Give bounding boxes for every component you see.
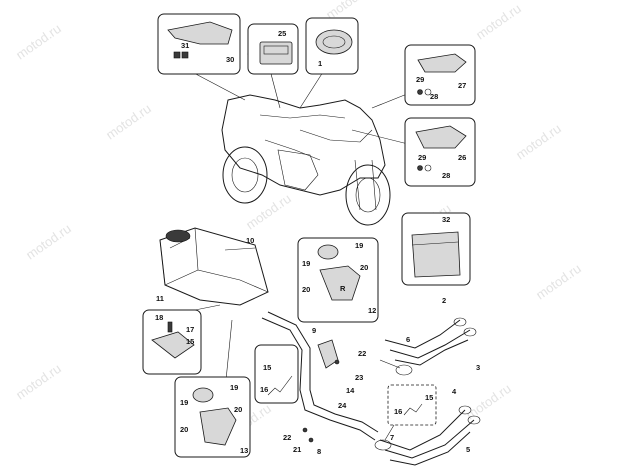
panel-cap: 1 bbox=[305, 17, 359, 75]
watermark-text: motod.ru bbox=[513, 121, 564, 163]
callout-20: 20 bbox=[234, 405, 242, 414]
callout-14: 14 bbox=[346, 386, 355, 395]
callout-22: 22 bbox=[358, 349, 366, 358]
panel-spring-left: 15 16 bbox=[254, 344, 299, 404]
callout-19: 19 bbox=[180, 398, 188, 407]
watermark-text: motod.ru bbox=[463, 381, 514, 423]
callout-10: 10 bbox=[246, 236, 254, 245]
callout-r-shield-top: R bbox=[340, 284, 346, 293]
callout-25: 25 bbox=[278, 29, 286, 38]
callout-30: 30 bbox=[226, 55, 234, 64]
callout-2: 2 bbox=[442, 296, 446, 305]
callout-29: 29 bbox=[416, 75, 424, 84]
callout-9: 9 bbox=[312, 326, 316, 335]
callout-28: 28 bbox=[430, 92, 438, 101]
callout-8: 8 bbox=[317, 447, 321, 456]
callout-15: 15 bbox=[425, 393, 433, 402]
panel-bag: 32 bbox=[401, 212, 471, 286]
callout-12: 12 bbox=[368, 306, 376, 315]
callout-6: 6 bbox=[406, 335, 410, 344]
callout-26: 26 bbox=[458, 153, 466, 162]
panel-heat-shield-bottom: 19 19 20 20 13 bbox=[174, 376, 251, 458]
watermark-text: motod.ru bbox=[23, 221, 74, 263]
callout-21: 21 bbox=[293, 445, 301, 454]
callout-16: 16 bbox=[394, 407, 402, 416]
panel-seat-cowl: 31 30 bbox=[157, 13, 241, 75]
callout-29: 29 bbox=[418, 153, 426, 162]
headers-lower: 4 5 7 bbox=[374, 387, 481, 466]
callout-31: 31 bbox=[181, 41, 189, 50]
callout-32: 32 bbox=[442, 215, 450, 224]
motorcycle-illustration bbox=[221, 94, 391, 226]
panel-bracket: 18 17 15 bbox=[142, 309, 202, 375]
panel-spring-right: 15 16 bbox=[387, 384, 437, 426]
callout-19: 19 bbox=[230, 383, 238, 392]
callout-17: 17 bbox=[186, 325, 194, 334]
callout-4: 4 bbox=[452, 387, 457, 396]
watermark-text: motod.ru bbox=[103, 101, 154, 143]
callout-20: 20 bbox=[180, 425, 188, 434]
callout-19: 19 bbox=[355, 241, 363, 250]
watermark-text: motod.ru bbox=[473, 1, 524, 43]
callout-28: 28 bbox=[442, 171, 450, 180]
callout-24: 24 bbox=[338, 401, 347, 410]
panel-module: 25 bbox=[247, 23, 299, 75]
callout-20: 20 bbox=[360, 263, 368, 272]
panel-gasket-26: 29 26 28 bbox=[404, 117, 476, 187]
callout-19: 19 bbox=[302, 259, 310, 268]
panel-gasket-27: 29 27 28 bbox=[404, 44, 476, 106]
callout-18: 18 bbox=[155, 313, 163, 322]
callout-15: 15 bbox=[186, 337, 194, 346]
callout-16: 16 bbox=[260, 385, 268, 394]
callout-11: 11 bbox=[156, 294, 164, 303]
watermark-text: motod.ru bbox=[13, 361, 64, 403]
callout-20: 20 bbox=[302, 285, 310, 294]
watermark-text: motod.ru bbox=[533, 261, 584, 303]
panel-heat-shield-top: R 19 19 20 20 12 bbox=[297, 237, 379, 323]
callout-1: 1 bbox=[318, 59, 322, 68]
headers-upper: 2 3 6 bbox=[384, 296, 480, 376]
watermark-text: motod.ru bbox=[243, 191, 294, 233]
mid-pipe-assembly: 9 22 23 14 24 22 21 8 bbox=[261, 311, 379, 456]
callout-22: 22 bbox=[283, 433, 291, 442]
callout-15: 15 bbox=[263, 363, 271, 372]
callout-3: 3 bbox=[476, 363, 480, 372]
silencer-assembly: 10 11 bbox=[156, 227, 269, 306]
callout-5: 5 bbox=[466, 445, 470, 454]
callout-13: 13 bbox=[240, 446, 248, 455]
watermark-text: motod.ru bbox=[13, 21, 64, 63]
callout-23: 23 bbox=[355, 373, 363, 382]
callout-27: 27 bbox=[458, 81, 466, 90]
callout-7: 7 bbox=[390, 433, 394, 442]
